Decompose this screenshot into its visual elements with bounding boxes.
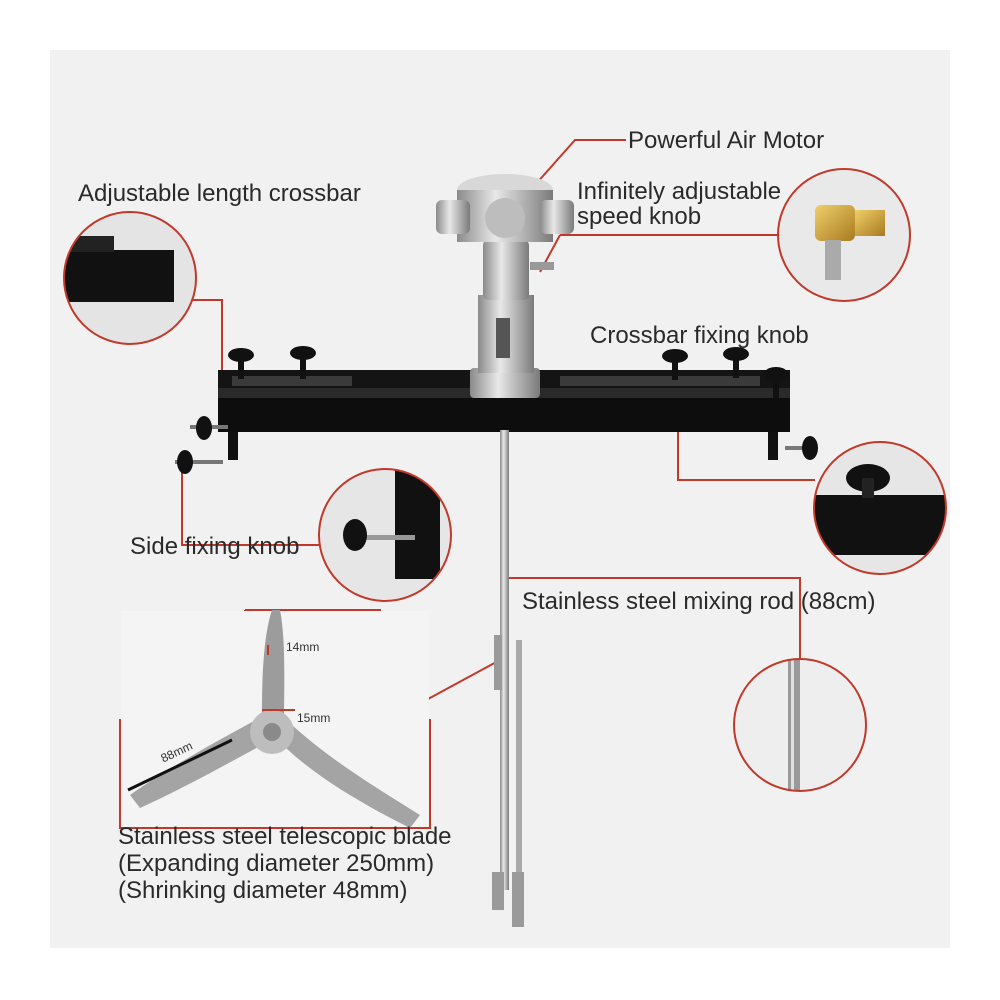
side-knob-label: Side fixing knob xyxy=(130,533,300,560)
mixing-rod xyxy=(492,430,524,927)
blade-inset xyxy=(121,610,429,828)
crossbar-label: Adjustable length crossbar xyxy=(78,180,361,207)
air-motor xyxy=(436,174,574,398)
mixing-rod-label: Stainless steel mixing rod (88cm) xyxy=(522,588,876,615)
crossbar-knobs xyxy=(175,346,818,474)
crossbar-knob-label: Crossbar fixing knob xyxy=(590,322,809,349)
blade-width-dimension: 14mm xyxy=(286,640,320,654)
speed-knob-label-line2: speed knob xyxy=(577,203,702,230)
crossbar-frame xyxy=(218,370,790,460)
detail-circles xyxy=(63,168,947,792)
blade-label-line2: (Expanding diameter 250mm) xyxy=(118,850,435,877)
motor-label: Powerful Air Motor xyxy=(628,127,825,154)
speed-knob-label-line1: Infinitely adjustable xyxy=(577,178,782,205)
blade-label-line3: (Shrinking diameter 48mm) xyxy=(118,877,408,904)
hub-width-dimension: 15mm xyxy=(297,711,331,725)
blade-label-line1: Stainless steel telescopic blade xyxy=(118,823,452,850)
